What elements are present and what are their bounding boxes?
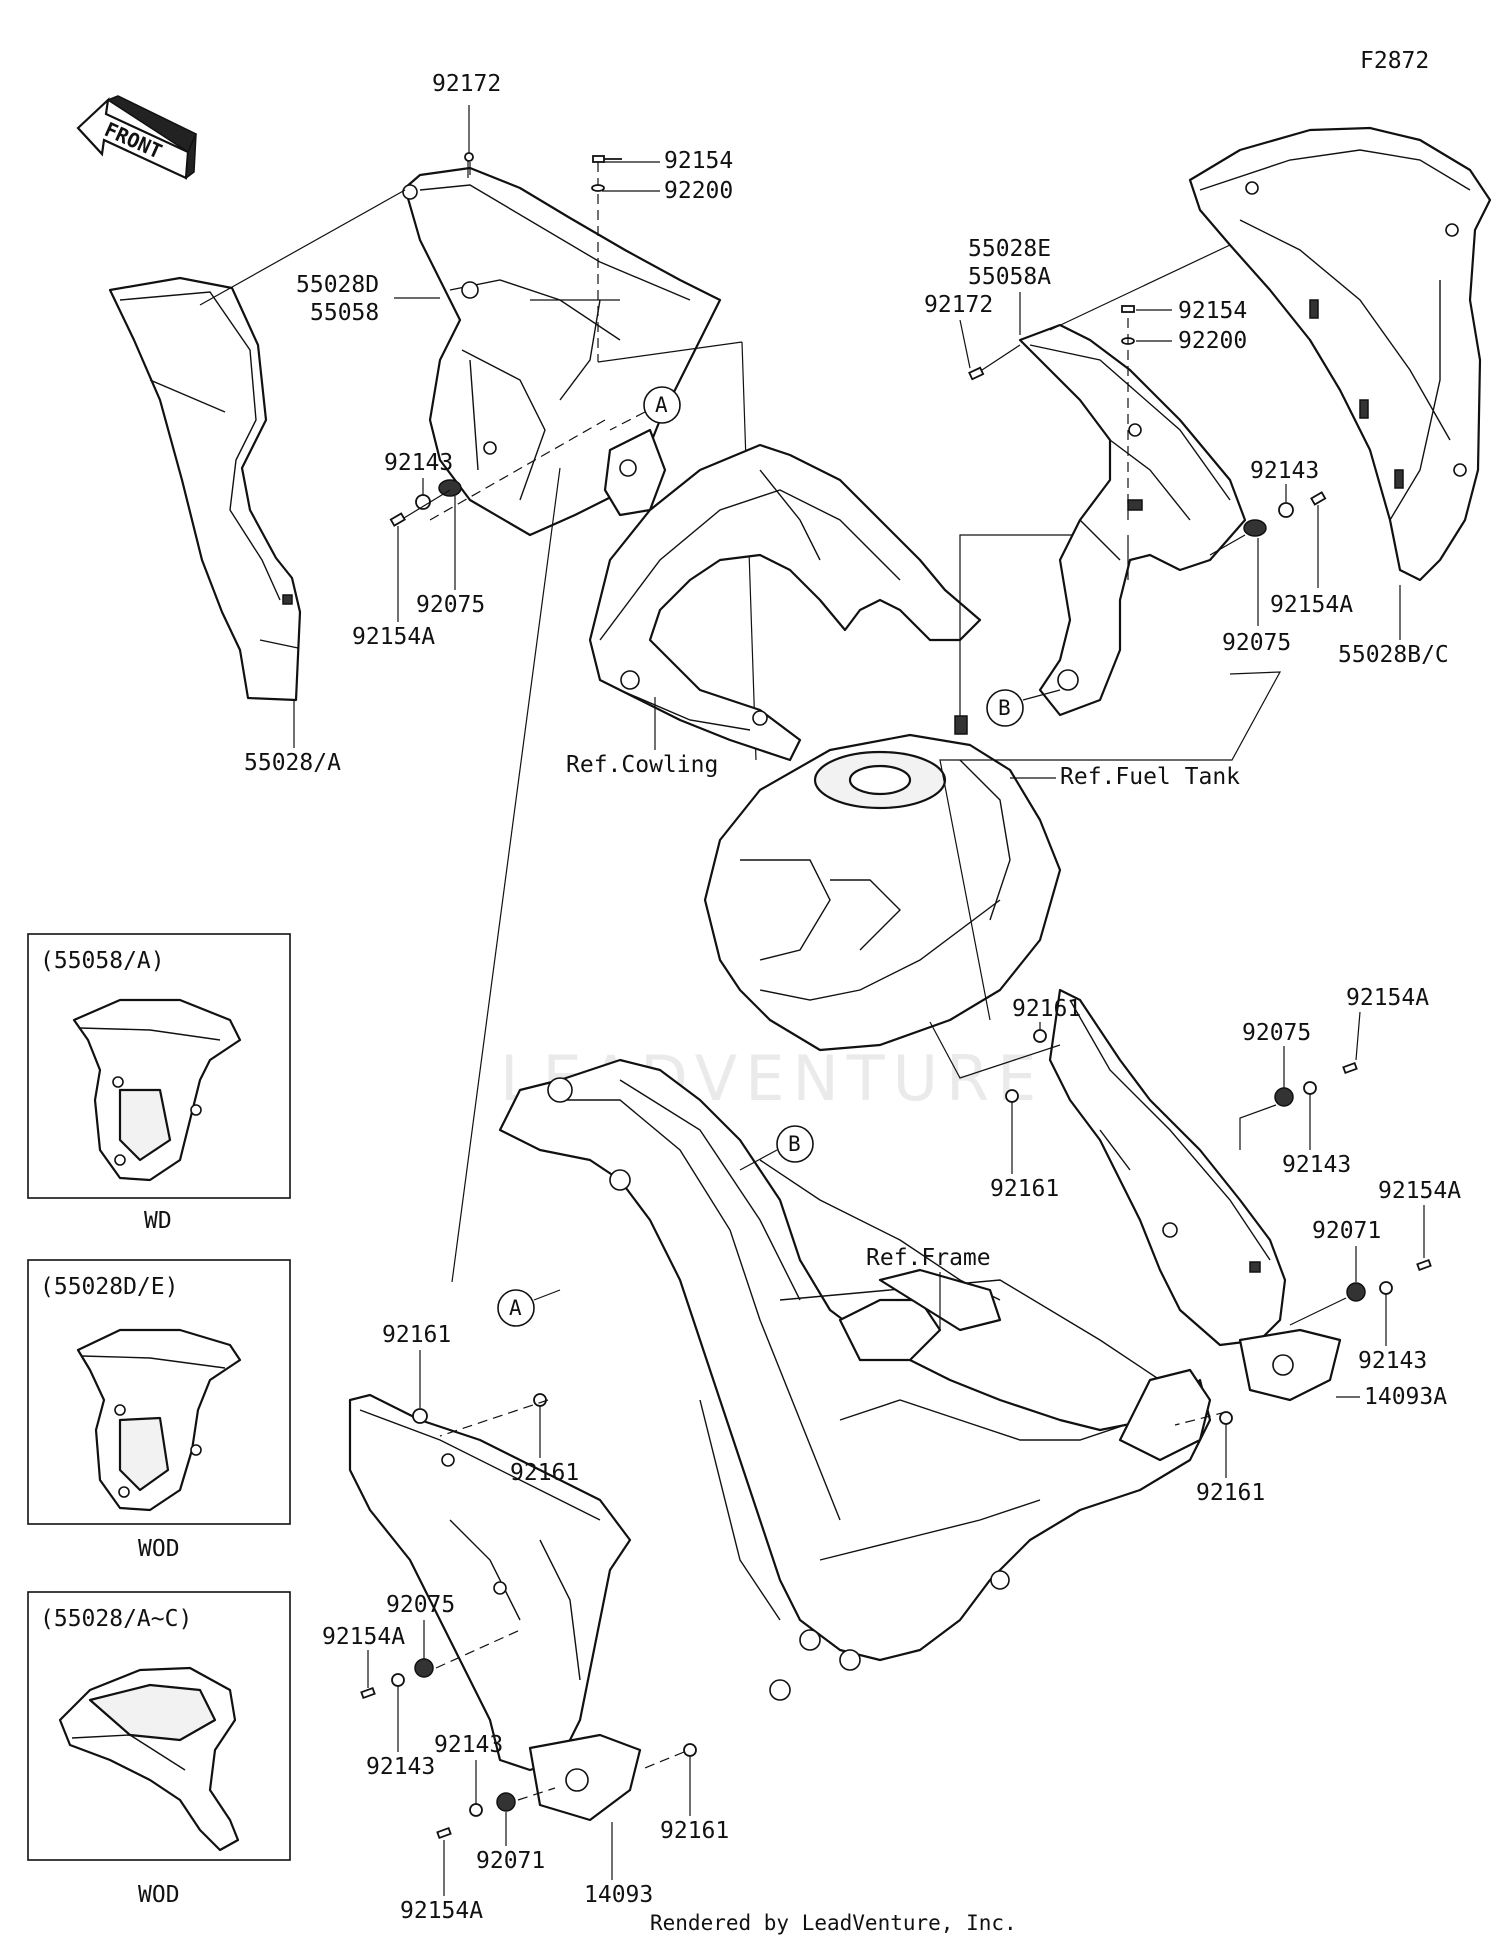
label-92161-a: 92161 bbox=[1012, 996, 1081, 1022]
nut-92161-d bbox=[412, 1408, 428, 1424]
label-55028D: 55028D bbox=[296, 272, 379, 298]
nut-92161-f bbox=[683, 1743, 697, 1757]
label-55028-A: 55028/A bbox=[244, 750, 341, 776]
marker-b-top bbox=[986, 689, 1024, 727]
figure-code: F2872 bbox=[1360, 48, 1429, 74]
label-92161-f: 92161 bbox=[660, 1818, 729, 1844]
bolt-92154-a bbox=[592, 155, 622, 163]
grommet-92075-a bbox=[438, 479, 462, 497]
marker-b-mid-label: B bbox=[788, 1132, 801, 1156]
fuel-tank-ref bbox=[703, 715, 1062, 1052]
marker-a-top bbox=[643, 386, 681, 424]
shroud-outer-right bbox=[1188, 126, 1492, 582]
label-92075-b: 92075 bbox=[1222, 630, 1291, 656]
label-92071-b: 92071 bbox=[476, 1848, 545, 1874]
grommet-92075-b bbox=[1243, 519, 1267, 537]
label-92154A-a: 92154A bbox=[352, 624, 435, 650]
label-92075-c: 92075 bbox=[1242, 1020, 1311, 1046]
marker-a-mid-label: A bbox=[509, 1296, 522, 1320]
label-55028E: 55028E bbox=[968, 236, 1051, 262]
label-55028B-C: 55028B/C bbox=[1338, 642, 1449, 668]
nut-92143-d bbox=[1379, 1281, 1393, 1295]
ref-frame: Ref.Frame bbox=[866, 1245, 991, 1271]
marker-b-top-label: B bbox=[998, 696, 1011, 720]
bolt-92172-a bbox=[464, 105, 474, 162]
label-92143-b: 92143 bbox=[1250, 458, 1319, 484]
bolt-92172-b bbox=[968, 366, 985, 381]
panel-inner-right-55028E bbox=[1018, 323, 1247, 717]
label-92161-b: 92161 bbox=[990, 1176, 1059, 1202]
bolt-92154-b bbox=[1121, 305, 1135, 313]
shroud-lower-left bbox=[348, 1393, 642, 1822]
ref-cowling: Ref.Cowling bbox=[566, 752, 718, 778]
inset-3-title: (55028/A~C) bbox=[40, 1606, 192, 1632]
label-14093A: 14093A bbox=[1364, 1384, 1447, 1410]
screw-92154A-c bbox=[1342, 1061, 1358, 1075]
inset-2-title: (55028D/E) bbox=[40, 1274, 178, 1300]
shroud-outer-left bbox=[108, 276, 302, 702]
screw-92154A-a bbox=[389, 512, 406, 527]
cowling-ref bbox=[588, 443, 982, 762]
footer-credit: Rendered by LeadVenture, Inc. bbox=[650, 1911, 1017, 1935]
screw-92154A-e bbox=[360, 1686, 376, 1700]
nut-92161-e bbox=[533, 1393, 547, 1407]
label-14093: 14093 bbox=[584, 1882, 653, 1908]
grommet-92071-b bbox=[496, 1792, 516, 1812]
label-92161-d: 92161 bbox=[382, 1322, 451, 1348]
label-92154A-c: 92154A bbox=[1346, 985, 1429, 1011]
inset-3-caption: WOD bbox=[138, 1882, 180, 1908]
label-92143-f: 92143 bbox=[434, 1732, 503, 1758]
marker-a-top-label: A bbox=[655, 393, 668, 417]
label-92143-d: 92143 bbox=[1358, 1348, 1427, 1374]
label-55058: 55058 bbox=[310, 300, 379, 326]
nut-92161-b bbox=[1005, 1089, 1019, 1103]
label-92154-b: 92154 bbox=[1178, 298, 1247, 324]
inset-box-55028-A-C: (55028/A~C) bbox=[27, 1591, 291, 1861]
frame-ref bbox=[498, 1058, 1212, 1701]
label-92154A-e: 92154A bbox=[322, 1624, 405, 1650]
inset-1-caption: WD bbox=[144, 1208, 172, 1234]
label-92161-c: 92161 bbox=[1196, 1480, 1265, 1506]
label-92172-a: 92172 bbox=[432, 71, 501, 97]
inset-1-title: (55058/A) bbox=[40, 948, 165, 974]
screw-92154A-f bbox=[436, 1826, 452, 1840]
screw-92154A-b bbox=[1310, 491, 1327, 506]
label-92075-a: 92075 bbox=[416, 592, 485, 618]
label-92154A-b: 92154A bbox=[1270, 592, 1353, 618]
nut-92143-c bbox=[1303, 1081, 1317, 1095]
marker-a-mid bbox=[497, 1289, 535, 1327]
label-92143-a: 92143 bbox=[384, 450, 453, 476]
label-92154A-d: 92154A bbox=[1378, 1178, 1461, 1204]
shroud-lower-right bbox=[1048, 988, 1342, 1402]
label-92154-a: 92154 bbox=[664, 148, 733, 174]
nut-92143-e bbox=[391, 1673, 405, 1687]
label-92071-a: 92071 bbox=[1312, 1218, 1381, 1244]
grommet-92071-a bbox=[1346, 1282, 1366, 1302]
label-55058A: 55058A bbox=[968, 264, 1051, 290]
inset-box-55058-A: (55058/A) bbox=[27, 933, 291, 1199]
nut-92161-a bbox=[1033, 1029, 1047, 1043]
label-92172-b: 92172 bbox=[924, 292, 993, 318]
inset-2-caption: WOD bbox=[138, 1536, 180, 1562]
nut-92143-b bbox=[1278, 502, 1294, 518]
ref-fuel-tank: Ref.Fuel Tank bbox=[1060, 764, 1240, 790]
label-92154A-f: 92154A bbox=[400, 1898, 483, 1924]
inset-box-55028D-E: (55028D/E) bbox=[27, 1259, 291, 1525]
grommet-92075-d bbox=[414, 1658, 434, 1678]
washer-92200-a bbox=[591, 184, 605, 192]
screw-92154A-d bbox=[1416, 1258, 1432, 1272]
label-92200-a: 92200 bbox=[664, 178, 733, 204]
marker-b-mid bbox=[776, 1125, 814, 1163]
label-92143-c: 92143 bbox=[1282, 1152, 1351, 1178]
label-92200-b: 92200 bbox=[1178, 328, 1247, 354]
nut-92161-c bbox=[1219, 1411, 1233, 1425]
label-92075-d: 92075 bbox=[386, 1592, 455, 1618]
label-92143-e: 92143 bbox=[366, 1754, 435, 1780]
label-92161-e: 92161 bbox=[510, 1460, 579, 1486]
front-arrow-icon: FRONT bbox=[76, 95, 197, 180]
panel-inner-left-55028D bbox=[402, 166, 722, 537]
nut-92143-f bbox=[469, 1803, 483, 1817]
grommet-92075-c bbox=[1274, 1087, 1294, 1107]
